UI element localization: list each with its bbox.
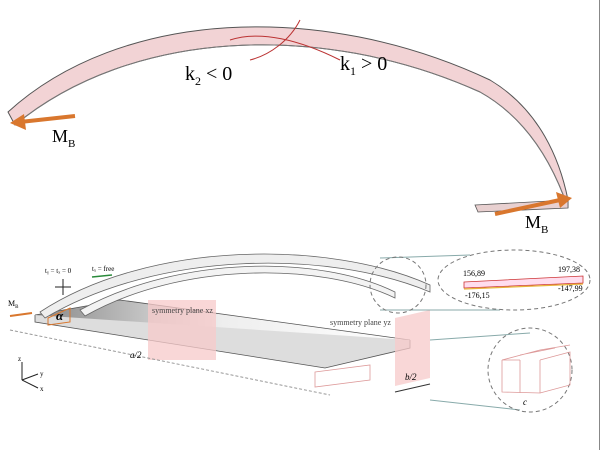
moment-left-label: MB [52, 126, 75, 150]
dimension-line-a [9, 329, 331, 396]
free-arrow-icon [91, 274, 113, 278]
half-plate-model [34, 253, 431, 388]
arched-plate [7, 19, 569, 213]
coordinate-axes-icon [21, 362, 39, 389]
axis-y-label: y [40, 370, 44, 378]
stress-bottom-right: -147,99 [558, 284, 583, 293]
stress-detail-callout [369, 249, 591, 314]
bc-free-label: tₓ = free [92, 265, 114, 273]
cross-arrows-icon [55, 279, 71, 295]
bc-fixed-label: tᵧ = tₓ = 0 [45, 267, 72, 275]
sym-xz-label: symmetry plane xz [152, 306, 213, 315]
sym-yz-label: symmetry plane yz [330, 318, 391, 327]
mesh-detail-callout [429, 327, 573, 413]
curvature-k2-label: k2 < 0 [185, 63, 232, 88]
symmetry-plane-xz [148, 300, 216, 360]
moment-arrow-right-icon [494, 192, 572, 216]
moment-arrow-bottom-icon [9, 312, 33, 317]
moment-right-label: MB [525, 212, 548, 236]
stress-top-left: 156,89 [463, 269, 485, 278]
curvature-k1-label: k1 > 0 [340, 53, 387, 78]
dim-b-label: b/2 [405, 372, 417, 382]
angle-alpha-label: α [56, 308, 64, 323]
mesh-size-label: c [523, 397, 527, 407]
moment-arrow-left-icon [10, 114, 76, 130]
symmetry-plane-yz [395, 310, 430, 386]
stress-bottom-left: -176,15 [465, 291, 490, 300]
dimension-line-b [394, 383, 431, 393]
axis-z-label: z [18, 355, 21, 363]
axis-x-label: x [40, 385, 44, 393]
stress-top-right: 197,38 [558, 265, 580, 274]
moment-bottom-label: MB [8, 299, 19, 310]
dim-a-label: a/2 [130, 350, 142, 360]
